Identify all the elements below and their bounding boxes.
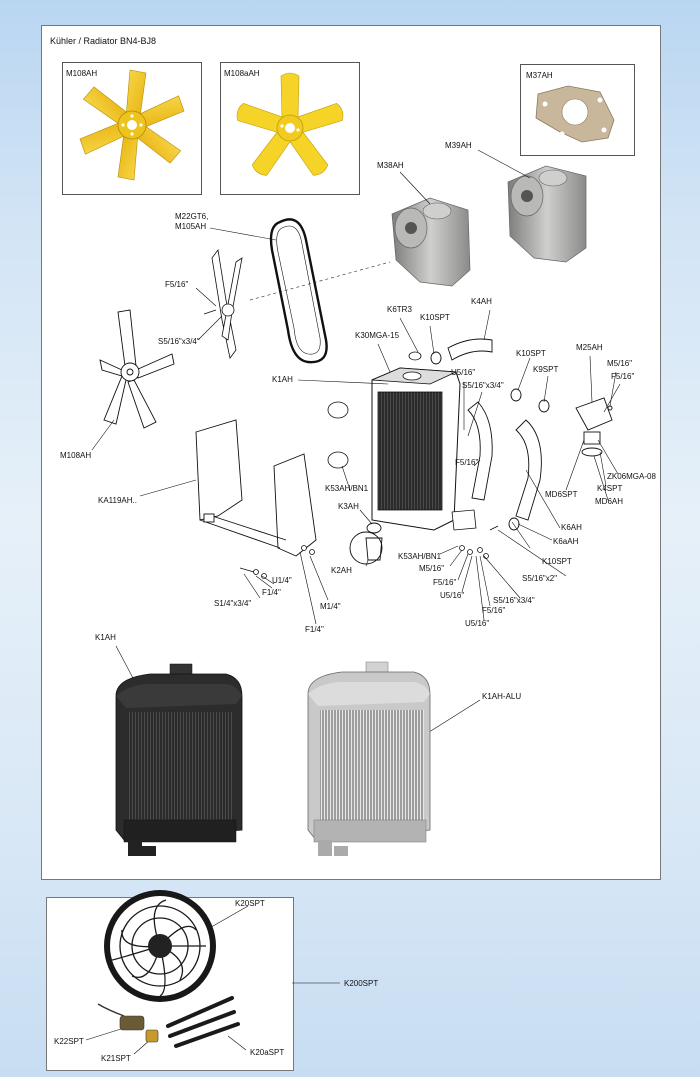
label-k53ahbn1-a: K53AH/BN1 <box>325 484 369 493</box>
fan-side-view-drawing <box>203 249 243 359</box>
hoses-drawing <box>430 338 550 531</box>
label-k10spt-b: K10SPT <box>516 349 546 358</box>
label-s5-16x3-4-b: S5/16"x3/4" <box>462 381 504 390</box>
water-pump-m39ah <box>507 165 587 263</box>
radiator-cowl-drawing <box>195 419 317 557</box>
page-title: Kühler / Radiator BN4-BJ8 <box>50 36 157 46</box>
drain-tap-drawing <box>349 522 383 565</box>
label-k200spt: K200SPT <box>344 979 379 988</box>
label-s5-16x3-4-a: S5/16"x3/4" <box>158 337 200 346</box>
label-f5-16-e: F5/16" <box>482 606 506 615</box>
label-m39ah: M39AH <box>445 141 472 150</box>
label-k6aah: K6aAH <box>553 537 579 546</box>
label-m108aah: M108aAH <box>224 69 260 78</box>
label-f5-16-c: F5/16" <box>455 458 479 467</box>
label-f5-16-b: F5/16" <box>611 372 635 381</box>
label-k9spt: K9SPT <box>533 365 559 374</box>
label-f5-16-d: F5/16" <box>433 578 457 587</box>
gasket-m37ah-photo <box>535 85 615 143</box>
label-k20spt: K20SPT <box>235 899 265 908</box>
label-k6ah: K6AH <box>561 523 582 532</box>
label-zk06mga08: ZK06MGA-08 <box>607 472 656 481</box>
label-k4spt: K4SPT <box>597 484 623 493</box>
water-pump-m38ah <box>391 197 471 287</box>
label-k20aspt: K20aSPT <box>250 1048 285 1057</box>
fan-m108ah-photo <box>79 69 185 181</box>
fan-front-view-drawing <box>99 309 175 429</box>
electric-fan-photo <box>97 890 240 1048</box>
label-m5-16-a: M5/16" <box>607 359 633 368</box>
label-f5-16-a: F5/16" <box>165 280 189 289</box>
label-m37ah: M37AH <box>526 71 553 80</box>
label-s1-4x3-4: S1/4"x3/4" <box>214 599 252 608</box>
label-m108ah-line: M108AH <box>60 451 92 460</box>
radiator-photo-aluminium <box>307 661 431 856</box>
label-m38ah: M38AH <box>377 161 404 170</box>
radiator-photo-black <box>115 663 243 856</box>
fasteners-drawing <box>239 525 499 579</box>
label-s5-16x3-4-c: S5/16"x3/4" <box>493 596 535 605</box>
label-k21spt: K21SPT <box>101 1054 131 1063</box>
label-k22spt: K22SPT <box>54 1037 84 1046</box>
label-k4ah: K4AH <box>471 297 492 306</box>
label-u5-16-a: U5/16" <box>451 368 476 377</box>
label-md6ah: MD6AH <box>595 497 624 506</box>
label-u5-16-c: U5/16" <box>465 619 490 628</box>
label-u1-4: U1/4" <box>272 576 292 585</box>
label-ka119ah: KA119AH.. <box>98 496 137 505</box>
leader-lines <box>85 149 621 1055</box>
label-f1-4-a: F1/4" <box>262 588 281 597</box>
label-u5-16-b: U5/16" <box>440 591 465 600</box>
label-m25ah: M25AH <box>576 343 603 352</box>
label-m1-4: M1/4" <box>320 602 341 611</box>
label-k1ah-photo: K1AH <box>95 633 116 642</box>
fan-belt-drawing <box>269 218 328 364</box>
label-k30mga15: K30MGA-15 <box>355 331 400 340</box>
label-m5-16-b: M5/16" <box>419 564 445 573</box>
label-s5-16x2: S5/16"x2" <box>522 574 558 583</box>
fan-m108aah-photo <box>236 72 344 176</box>
label-k3ah: K3AH <box>338 502 359 511</box>
thermostat-housing-drawing <box>575 397 613 457</box>
label-k6tr3: K6TR3 <box>387 305 412 314</box>
dashed-alignment-line <box>249 261 391 301</box>
label-k1ah-diagram: K1AH <box>272 375 293 384</box>
label-m22gt6: M22GT6, <box>175 212 209 221</box>
label-f1-4-b: F1/4" <box>305 625 324 634</box>
label-k53ahbn1-b: K53AH/BN1 <box>398 552 442 561</box>
label-md6spt: MD6SPT <box>545 490 578 499</box>
label-k10spt-c: K10SPT <box>542 557 572 566</box>
label-m105ah: M105AH <box>175 222 207 231</box>
label-k10spt-a: K10SPT <box>420 313 450 322</box>
label-m108ah-top: M108AH <box>66 69 98 78</box>
label-k2ah: K2AH <box>331 566 352 575</box>
radiator-exploded-drawing <box>327 351 477 531</box>
label-k1ah-alu: K1AH-ALU <box>482 692 522 701</box>
